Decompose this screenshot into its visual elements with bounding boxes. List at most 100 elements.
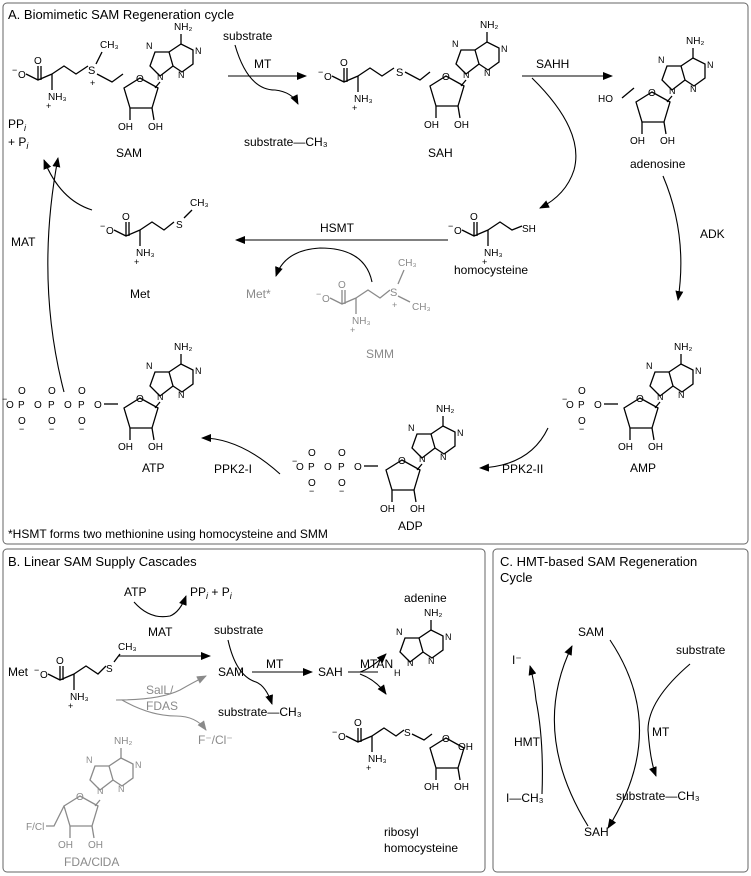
sall-fdas-side-arrow bbox=[121, 699, 207, 731]
svg-text:F/Cl: F/Cl bbox=[26, 822, 44, 833]
fda-clda-label: FDA/ClDA bbox=[64, 855, 119, 869]
svg-text:O: O bbox=[6, 400, 14, 411]
svg-text:OH: OH bbox=[458, 742, 473, 753]
mtan-label: MTAN bbox=[360, 657, 393, 671]
mat-label-b: MAT bbox=[148, 625, 173, 639]
mat-arrow bbox=[47, 157, 65, 393]
iodide-curve-arrow-c bbox=[528, 665, 543, 795]
sahh-enzyme-label: SAHH bbox=[536, 57, 569, 71]
met-label-b: Met bbox=[8, 665, 29, 679]
panel-b-title: B. Linear SAM Supply Cascades bbox=[8, 554, 197, 569]
pp-pi-label-b: PPi + Pi bbox=[190, 585, 233, 601]
sah-label: SAH bbox=[428, 146, 453, 160]
atp-label-b: ATP bbox=[124, 585, 146, 599]
ppk2-i-arrow bbox=[201, 434, 281, 475]
svg-text:S: S bbox=[396, 67, 403, 79]
svg-text:S: S bbox=[106, 664, 113, 675]
svg-text:S: S bbox=[88, 65, 95, 77]
substrate-ch3-label-b: substrate—CH₃ bbox=[218, 705, 302, 719]
adenosine-structure: HO bbox=[598, 35, 715, 148]
svg-text:−: − bbox=[2, 394, 7, 404]
substrate-ch3-label-a: substrate—CH₃ bbox=[244, 135, 328, 149]
adenosine-label: adenosine bbox=[630, 157, 686, 171]
adp-structure: O − O O bbox=[292, 403, 465, 516]
ribosyl-homocysteine-structure: S OH bbox=[331, 717, 473, 794]
sam-structure: S + CH₃ bbox=[11, 21, 203, 134]
hsmt-enzyme-label: HSMT bbox=[320, 221, 355, 235]
substrate-label-c: substrate bbox=[676, 643, 726, 657]
f-cl-ion-label: F⁻/Cl⁻ bbox=[198, 733, 233, 747]
svg-text:S: S bbox=[404, 728, 411, 739]
met-structure: S CH₃ bbox=[99, 198, 209, 268]
panel-a-frame bbox=[2, 2, 749, 545]
met-label: Met bbox=[130, 287, 151, 301]
mtan-down-arrow bbox=[359, 673, 387, 695]
met-star-label: Met* bbox=[246, 287, 271, 301]
svg-text:O: O bbox=[324, 462, 332, 473]
mt-curve-arrow-b bbox=[227, 639, 273, 705]
sam-label: SAM bbox=[116, 146, 142, 160]
svg-text:−: − bbox=[292, 456, 297, 466]
svg-text:CH₃: CH₃ bbox=[190, 198, 209, 209]
svg-text:O: O bbox=[354, 462, 362, 473]
homocysteine-label: homocysteine bbox=[454, 263, 528, 277]
iodide-label-c: I⁻ bbox=[512, 653, 522, 667]
ppk2-ii-enzyme-label: PPK2-II bbox=[502, 462, 543, 476]
panel-a-footnote: *HSMT forms two methionine using homocys… bbox=[8, 527, 328, 541]
svg-text:CH₃: CH₃ bbox=[398, 258, 417, 269]
panel-c-frame bbox=[492, 548, 749, 873]
svg-text:O: O bbox=[94, 400, 102, 411]
svg-text:CH₃: CH₃ bbox=[412, 302, 431, 313]
substrate-label-a: substrate bbox=[223, 29, 273, 43]
fda-clda-structure: F/Cl bbox=[26, 735, 143, 852]
svg-text:+: + bbox=[392, 300, 397, 310]
adk-arrow bbox=[662, 175, 684, 301]
svg-text:O: O bbox=[34, 400, 42, 411]
ich3-label-c: I—CH₃ bbox=[506, 791, 544, 805]
sah-label-b: SAH bbox=[318, 665, 343, 679]
sall-label: SalL/ bbox=[146, 683, 174, 697]
adenine-structure: H bbox=[394, 607, 453, 678]
svg-text:CH₃: CH₃ bbox=[100, 40, 119, 51]
mt-enzyme-label: MT bbox=[254, 57, 272, 71]
mat-curve-arrow-b bbox=[133, 595, 187, 618]
pi-label: + Pi bbox=[8, 135, 29, 151]
substrate-label-b: substrate bbox=[214, 623, 264, 637]
svg-text:S: S bbox=[176, 220, 183, 231]
hmt-arrow-c bbox=[553, 645, 589, 827]
sall-fdas-arrow bbox=[115, 675, 207, 701]
homocysteine-label-b: homocysteine bbox=[384, 841, 458, 855]
ppk2-ii-arrow bbox=[479, 427, 549, 472]
svg-text:H: H bbox=[394, 668, 401, 678]
svg-text:O: O bbox=[296, 462, 304, 473]
mat-enzyme-label: MAT bbox=[11, 235, 36, 249]
amp-structure: O − O bbox=[562, 341, 703, 454]
sam-label-c: SAM bbox=[578, 625, 604, 639]
substrate-ch3-label-c: substrate—CH₃ bbox=[616, 789, 700, 803]
mt-label-c: MT bbox=[652, 725, 670, 739]
atp-structure: O − O O O bbox=[2, 341, 203, 454]
atp-label: ATP bbox=[142, 461, 164, 475]
svg-text:CH₃: CH₃ bbox=[118, 642, 137, 653]
mat-side-arrow bbox=[43, 159, 93, 211]
hmt-label-c: HMT bbox=[514, 735, 541, 749]
svg-text:−: − bbox=[562, 394, 567, 404]
sahh-curve-arrow bbox=[531, 77, 577, 209]
hsmt-curve-arrow bbox=[275, 247, 373, 283]
substrate-curve-arrow-c bbox=[647, 663, 691, 777]
sah-label-c: SAH bbox=[584, 825, 609, 839]
adp-label: ADP bbox=[398, 519, 423, 533]
pp-label: PPi bbox=[8, 117, 27, 133]
sam-label-b: SAM bbox=[218, 665, 244, 679]
panel-c-title-line2: Cycle bbox=[500, 570, 533, 585]
smm-label: SMM bbox=[366, 347, 394, 361]
mt-curve-arrow bbox=[234, 44, 299, 105]
homocysteine-structure: SH bbox=[447, 211, 536, 268]
svg-text:S: S bbox=[390, 287, 397, 299]
svg-text:HO: HO bbox=[598, 94, 613, 105]
mtan-up-arrow bbox=[359, 653, 387, 673]
svg-text:+: + bbox=[90, 78, 95, 88]
mt-label-b: MT bbox=[266, 657, 284, 671]
met-structure-b: S CH₃ bbox=[33, 642, 137, 712]
